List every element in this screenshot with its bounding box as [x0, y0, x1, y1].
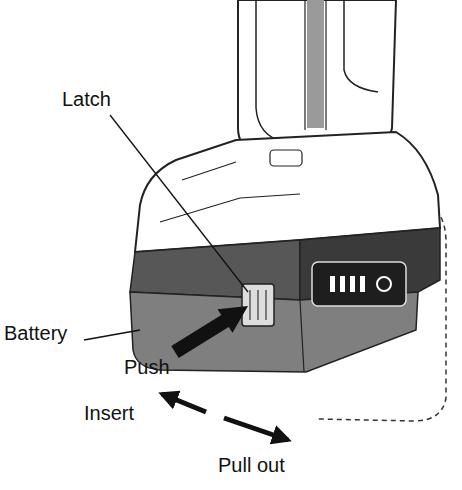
action-label: Insert — [84, 402, 134, 425]
part-label: Latch — [62, 88, 111, 111]
leader-line — [84, 330, 140, 340]
led-button — [377, 277, 391, 291]
part-label: Battery — [4, 322, 67, 345]
insert-arrow — [162, 394, 206, 412]
leader-line — [110, 115, 248, 292]
led-bar — [330, 276, 335, 292]
pull-arrow — [224, 418, 288, 440]
led-bar — [360, 276, 365, 292]
latch-ridges — [250, 290, 266, 320]
handle-line — [305, 0, 326, 130]
housing-line — [160, 162, 300, 222]
action-label: Push — [124, 356, 170, 379]
handle-line — [256, 0, 284, 142]
push-arrow — [171, 306, 248, 358]
led-panel — [312, 262, 406, 306]
handle-line — [344, 0, 378, 92]
battery-edge — [300, 300, 304, 372]
led-bar — [350, 276, 355, 292]
grip-texture — [307, 0, 324, 128]
led-bar — [340, 276, 345, 292]
action-label: Pull out — [218, 454, 285, 477]
housing-detail — [270, 150, 302, 166]
